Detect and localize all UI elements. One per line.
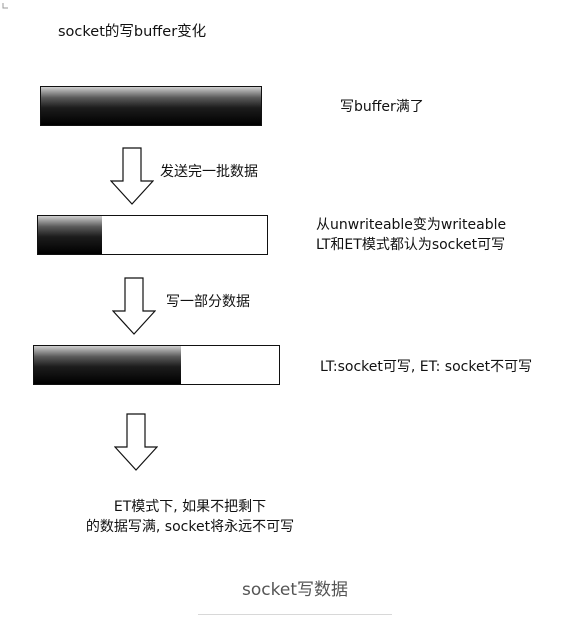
corner-mark-icon <box>2 3 8 9</box>
arrow-label-write-part: 写一部分数据 <box>166 294 250 310</box>
writeable-label-line-1: 从unwriteable变为writeable <box>316 217 507 233</box>
buffer-bar-writeable <box>37 215 268 255</box>
buffer-fill <box>41 87 261 125</box>
conclusion-line-1: ET模式下, 如果不把剩下 <box>113 499 267 515</box>
down-arrow-icon <box>112 277 156 335</box>
diagram-title: socket的写buffer变化 <box>58 24 207 40</box>
buffer-bar-after-write <box>33 345 280 385</box>
lt-et-label: LT:socket可写, ET: socket不可写 <box>320 359 533 375</box>
down-arrow-icon <box>110 147 154 205</box>
writeable-label-line-2: LT和ET模式都认为socket可写 <box>316 237 506 253</box>
caption-divider <box>198 614 392 615</box>
arrow-label-send-batch: 发送完一批数据 <box>160 164 258 180</box>
down-arrow-icon <box>114 413 158 471</box>
figure-caption: socket写数据 <box>242 580 348 600</box>
buffer-bar-full <box>40 86 262 126</box>
buffer-fill <box>38 216 103 254</box>
buffer-fill <box>34 346 181 384</box>
conclusion-line-2: 的数据写满, socket将永远不可写 <box>85 519 295 535</box>
buffer-full-label: 写buffer满了 <box>340 99 424 115</box>
